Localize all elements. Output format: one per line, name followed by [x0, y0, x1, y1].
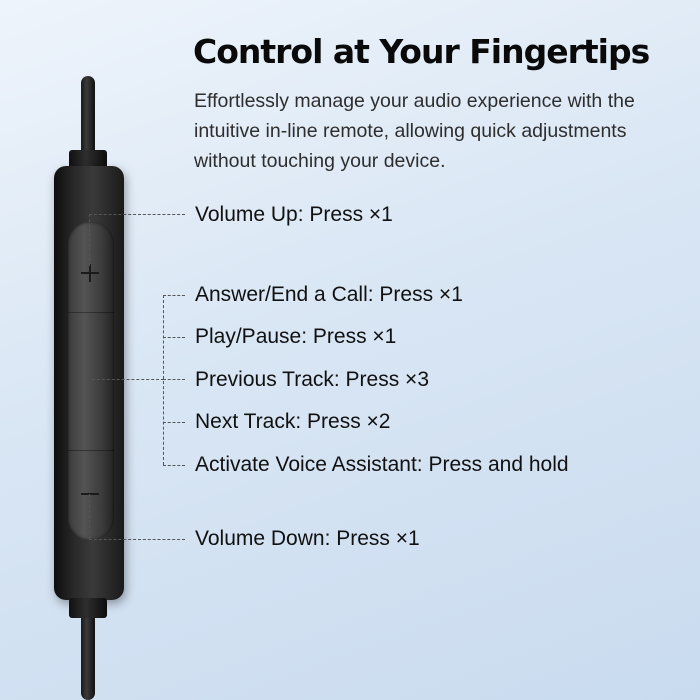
leader-line-volume-down [89, 539, 185, 540]
leader-tick-next [163, 422, 185, 423]
leader-line-volume-up-drop [89, 214, 90, 266]
label-previous-track: Previous Track: Press ×3 [195, 368, 430, 391]
button-divider [68, 312, 114, 313]
leader-tick-answer [163, 295, 185, 296]
label-play-pause: Play/Pause: Press ×1 [195, 325, 397, 348]
plus-icon [81, 264, 99, 282]
leader-line-volume-down-drop [89, 494, 90, 539]
leader-line-volume-up [89, 214, 185, 215]
minus-icon [81, 493, 99, 495]
leader-tick-play [163, 337, 185, 338]
label-next-track: Next Track: Press ×2 [195, 410, 391, 433]
page-title: Control at Your Fingertips [193, 32, 650, 71]
label-volume-down: Volume Down: Press ×1 [195, 527, 420, 550]
cable-collar-top [69, 150, 107, 170]
cable-top [81, 76, 95, 158]
cable-collar-bottom [69, 598, 107, 618]
leader-line-center-button [92, 379, 164, 380]
label-voice-assistant: Activate Voice Assistant: Press and hold [195, 453, 569, 476]
leader-bracket [163, 295, 164, 465]
leader-tick-voice [163, 465, 185, 466]
label-volume-up: Volume Up: Press ×1 [195, 203, 393, 226]
leader-tick-previous [163, 379, 185, 380]
cable-bottom [81, 612, 95, 700]
label-answer-end-call: Answer/End a Call: Press ×1 [195, 283, 463, 306]
button-divider [68, 450, 114, 451]
page-subtitle: Effortlessly manage your audio experienc… [194, 90, 635, 172]
